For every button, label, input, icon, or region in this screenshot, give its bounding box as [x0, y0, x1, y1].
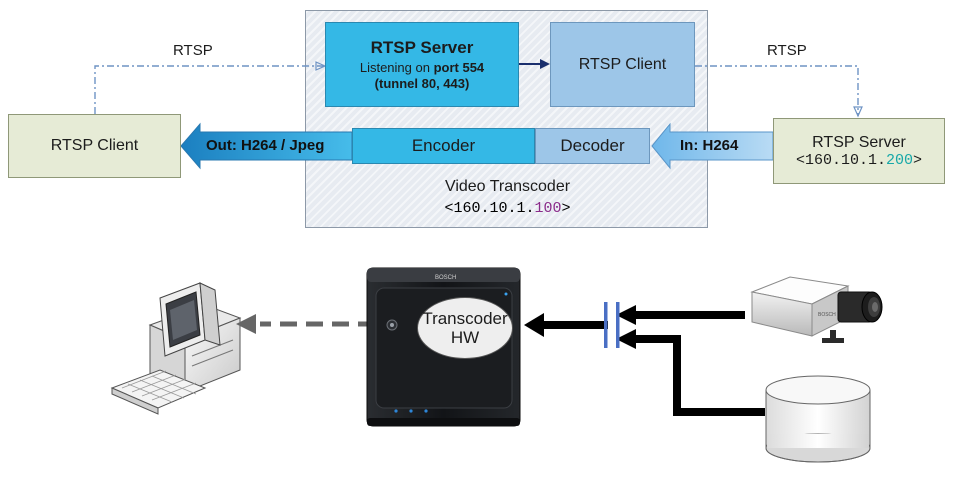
rtsp-client-inner-box: RTSP Client: [550, 22, 695, 107]
storage-feed-line: [625, 335, 765, 416]
rtsp-client-inner-label: RTSP Client: [578, 55, 667, 73]
server-ip-prefix: <160.10.1.: [795, 151, 886, 169]
rtsp-right-arrowhead: [853, 106, 863, 118]
storage-feed-arrowhead: [616, 329, 636, 349]
listen-prefix: Listening on: [359, 60, 434, 75]
rtsp-server-right-label: RTSP Server: [812, 133, 906, 151]
server-to-client-arrowhead: [540, 59, 550, 69]
rtsp-left-arrowhead: [315, 61, 327, 71]
rtsp-server-tunnel: (tunnel 80, 443): [374, 76, 470, 91]
camera-brand-text: BOSCH: [818, 312, 836, 318]
transcoder-hw-line1: Transcoder: [422, 309, 508, 328]
mux-bar-right: [616, 302, 620, 348]
device-brand-text: BOSCH: [435, 275, 456, 281]
out-arrow-label: Out: H264 / Jpeg: [206, 137, 325, 154]
rtsp-server-right-box: RTSP Server <160.10.1.200>: [773, 118, 945, 184]
rtsp-server-right-ip: <160.10.1.200>: [796, 152, 922, 169]
video-transcoder-ip: <160.10.1.100>: [405, 200, 610, 217]
transcoder-ip-suffix: 100: [534, 200, 562, 217]
video-transcoder-title: Video Transcoder: [444, 178, 571, 195]
decoder-label: Decoder: [560, 136, 625, 155]
rtsp-left-connector: [94, 65, 325, 114]
ip-camera-icon: BOSCH: [750, 276, 883, 343]
rtsp-client-left-label: RTSP Client: [50, 137, 139, 154]
mux-bar-left: [604, 302, 608, 348]
server-ip-suffix: 200: [885, 151, 913, 169]
rtsp-server-title: RTSP Server: [370, 38, 474, 57]
rtsp-client-left-box: RTSP Client: [8, 114, 181, 178]
encoder-label: Encoder: [411, 136, 476, 155]
rtsp-right-connector: [695, 65, 859, 116]
computer-icon: [110, 282, 242, 415]
server-ip-close: >: [913, 151, 923, 169]
output-stream-arrowhead: [236, 314, 256, 334]
rtsp-left-label: RTSP: [173, 42, 213, 59]
storage-cylinder-icon: [765, 375, 871, 463]
transcoder-ip-prefix: <160.10.1.: [444, 200, 535, 217]
transcoder-hw-line2: HW: [450, 328, 480, 347]
rtsp-server-inner-box: RTSP Server Listening on port 554 (tunne…: [325, 22, 519, 107]
camera-feed-arrowhead: [616, 305, 636, 325]
rtsp-server-listening: Listening on port 554: [360, 60, 484, 75]
decoded-stream-arrowhead: [524, 313, 544, 337]
listen-port: port 554: [433, 60, 485, 75]
transcoder-ip-close: >: [561, 200, 571, 217]
encoder-box: Encoder: [352, 128, 535, 164]
rtsp-right-label: RTSP: [767, 42, 807, 59]
in-arrow-label: In: H264: [680, 137, 739, 154]
decoder-box: Decoder: [535, 128, 650, 164]
transcoder-hw-label: Transcoder HW: [417, 297, 513, 359]
